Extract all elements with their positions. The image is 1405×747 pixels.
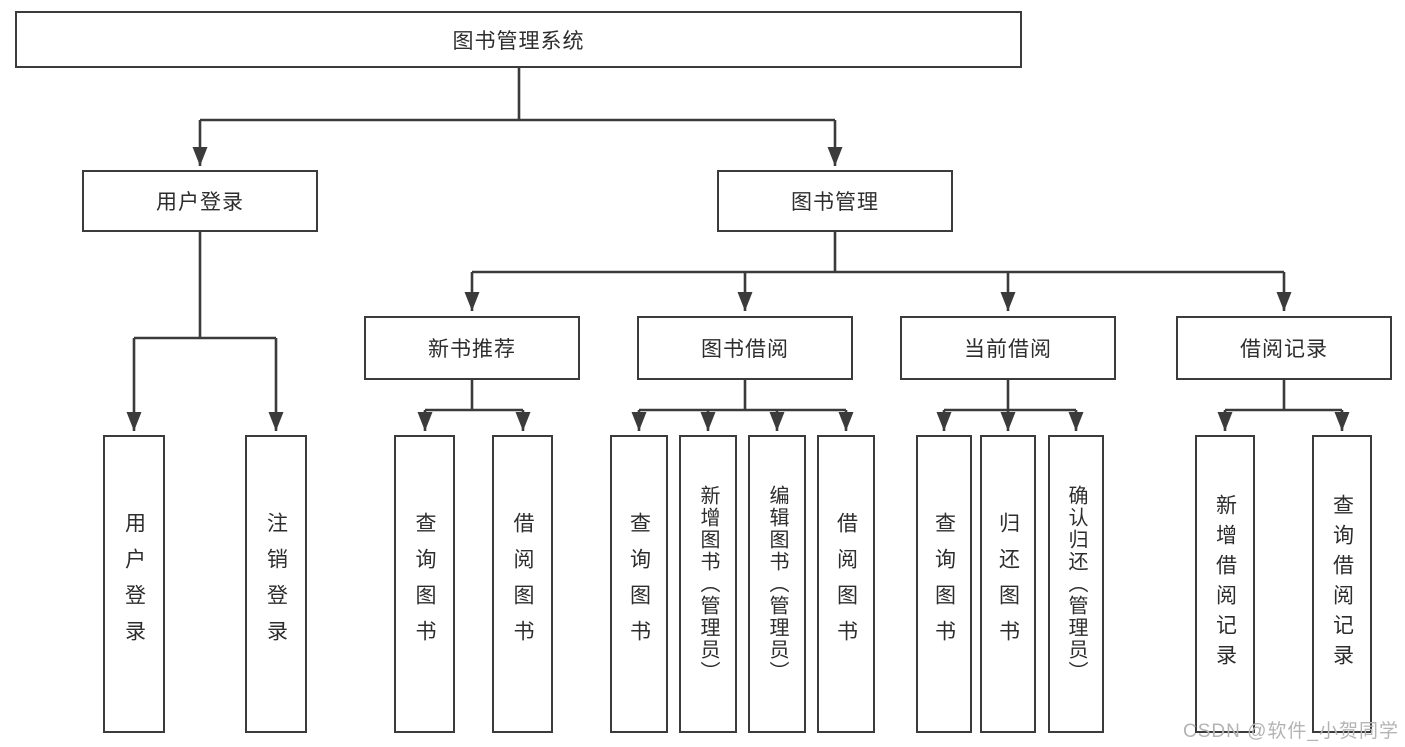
node-leaf-query-books-3: 查询图书 [916,435,972,733]
node-label: 当前借阅 [964,338,1052,361]
node-label: 确认归还（管理员） [1065,485,1087,683]
node-label: 图书管理 [791,191,879,214]
node-new-book-recommend: 新书推荐 [364,316,580,380]
node-library-management-system: 图书管理系统 [15,11,1022,68]
node-leaf-add-borrow-record: 新增借阅记录 [1195,435,1255,733]
node-book-borrowing: 图书借阅 [637,316,853,380]
node-label: 新增图书（管理员） [697,485,719,683]
node-leaf-query-borrow-record: 查询借阅记录 [1312,435,1372,733]
node-leaf-user-login: 用户登录 [103,435,165,733]
node-current-borrowing: 当前借阅 [900,316,1116,380]
node-leaf-borrow-books-2: 借阅图书 [817,435,875,733]
node-label: 编辑图书（管理员） [766,485,788,683]
node-leaf-query-books: 查询图书 [394,435,455,733]
node-label: 归还图书 [996,512,1020,656]
node-leaf-return-books: 归还图书 [980,435,1036,733]
node-label: 用户登录 [122,512,146,656]
node-leaf-query-books-2: 查询图书 [610,435,668,733]
node-label: 新增借阅记录 [1213,494,1237,674]
node-label: 查询图书 [627,512,651,656]
node-label: 借阅记录 [1240,338,1328,361]
node-label: 查询借阅记录 [1330,494,1354,674]
node-label: 查询图书 [932,512,956,656]
node-label: 用户登录 [156,191,244,214]
node-label: 新书推荐 [428,338,516,361]
node-label: 借阅图书 [834,512,858,656]
node-leaf-add-books-admin: 新增图书（管理员） [679,435,737,733]
node-leaf-borrow-books: 借阅图书 [492,435,553,733]
node-label: 查询图书 [413,512,436,656]
node-label: 图书借阅 [701,338,789,361]
node-label: 注销登录 [264,512,288,656]
node-leaf-logout: 注销登录 [245,435,307,733]
csdn-watermark: CSDN @软件_小贺同学 [1183,721,1399,742]
node-label: 借阅图书 [511,512,534,656]
node-leaf-edit-books-admin: 编辑图书（管理员） [748,435,806,733]
node-leaf-confirm-return-admin: 确认归还（管理员） [1048,435,1104,733]
node-user-login: 用户登录 [82,170,318,232]
node-label: 图书管理系统 [452,29,585,53]
node-borrowing-records: 借阅记录 [1176,316,1392,380]
node-book-management: 图书管理 [717,170,953,232]
